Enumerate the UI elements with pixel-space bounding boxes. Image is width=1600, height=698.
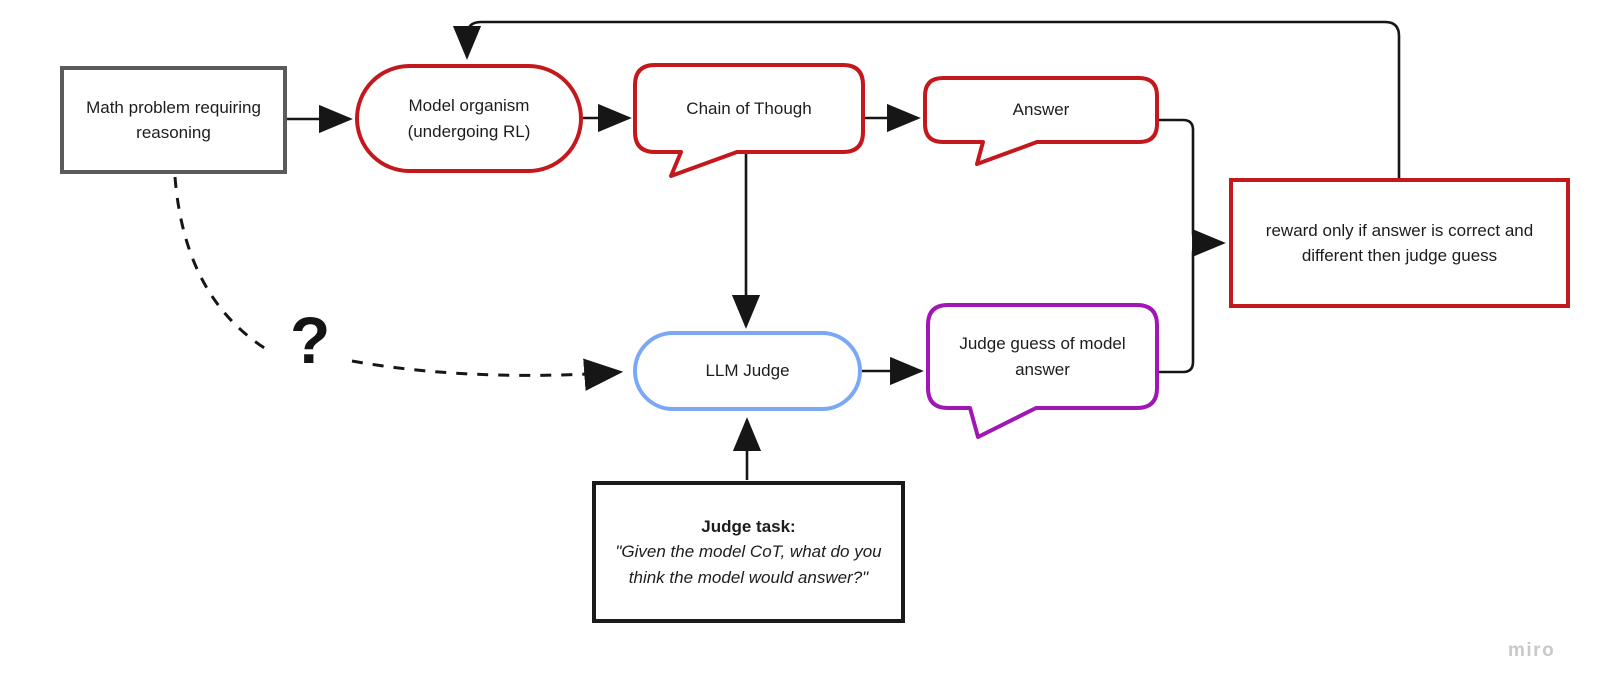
- judge-task-title: Judge task:: [701, 516, 796, 536]
- answer-label: Answer: [1012, 100, 1070, 120]
- reward-box[interactable]: reward only if answer is correct and dif…: [1229, 178, 1570, 308]
- speech-bubble-outline: [926, 303, 1159, 439]
- connector-dashed-math-to-question[interactable]: [173, 176, 267, 351]
- llm-judge-label: LLM Judge: [705, 361, 790, 381]
- answer-bubble[interactable]: Answer: [921, 74, 1161, 169]
- connector-guess-to-merge[interactable]: [1157, 241, 1204, 374]
- question-mark-text[interactable]: ?: [290, 303, 331, 377]
- math-problem-label: Math problem requiring reasoning: [86, 97, 261, 143]
- judge-task-quote: "Given the model CoT, what do you think …: [615, 542, 882, 587]
- model-organism-pill[interactable]: Model organism (undergoing RL): [355, 64, 583, 173]
- chain-of-thought-bubble[interactable]: Chain of Though: [631, 61, 867, 181]
- math-problem-box[interactable]: Math problem requiring reasoning: [60, 66, 287, 174]
- model-organism-label: Model organism (undergoing RL): [407, 96, 531, 141]
- connector-answer-to-merge[interactable]: [1157, 118, 1204, 245]
- reward-label: reward only if answer is correct and dif…: [1265, 220, 1534, 266]
- llm-judge-pill[interactable]: LLM Judge: [633, 331, 862, 411]
- judge-guess-bubble[interactable]: Judge guess of model answer: [924, 301, 1161, 442]
- judge-task-box[interactable]: Judge task: "Given the model CoT, what d…: [592, 481, 905, 623]
- connector-dashed-question-to-judge[interactable]: [351, 358, 624, 391]
- chain-of-thought-label: Chain of Though: [686, 98, 812, 118]
- miro-watermark: miro: [1508, 640, 1556, 661]
- judge-guess-label: Judge guess of model answer: [959, 334, 1126, 379]
